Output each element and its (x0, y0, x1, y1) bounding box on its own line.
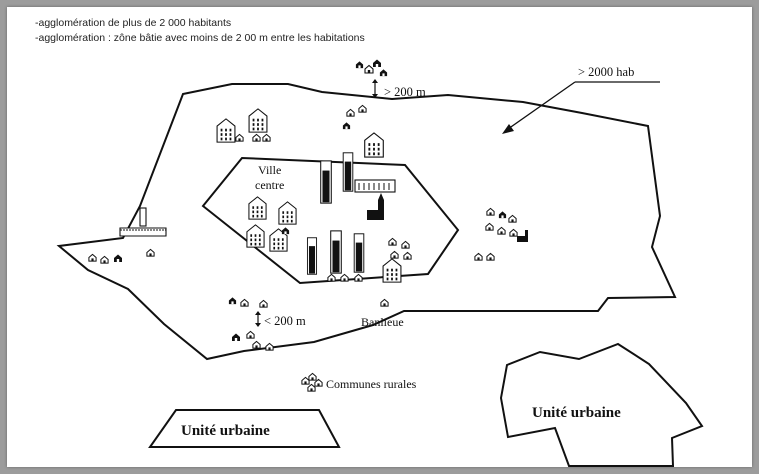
house (308, 372, 317, 381)
label-population: > 2000 hab (578, 65, 634, 79)
house (354, 273, 363, 282)
house (252, 340, 261, 349)
long-building (354, 179, 396, 193)
note-line-1: -agglomération de plus de 2 000 habitant… (35, 17, 232, 29)
house (307, 383, 316, 392)
factory-icon (119, 207, 167, 237)
population-callout-arrow (502, 81, 660, 134)
house (88, 253, 97, 262)
house (403, 251, 412, 260)
house (301, 376, 310, 385)
house (100, 255, 109, 264)
house (252, 133, 261, 142)
house (146, 248, 155, 257)
small-building (517, 230, 528, 242)
house (228, 297, 237, 305)
apartment-building (364, 132, 384, 158)
label-city-center-1: Ville (258, 163, 281, 177)
house (114, 254, 122, 262)
apartment-building (248, 108, 268, 133)
house (486, 252, 495, 261)
house (380, 298, 389, 307)
distance-arrow-small (255, 311, 261, 327)
house (497, 226, 506, 235)
diagram-frame (7, 7, 752, 467)
distance-arrow-large (372, 79, 378, 98)
label-suburb: Banlieue (361, 315, 404, 329)
tower-block (306, 237, 318, 275)
house (342, 122, 351, 130)
note-line-2: -agglomération : zône bâtie avec moins d… (35, 32, 365, 44)
house (486, 207, 495, 216)
urban-unit-left-outline (148, 409, 341, 448)
apartment-building (382, 258, 402, 283)
house (346, 108, 355, 117)
house (259, 299, 268, 308)
apartment-building (246, 224, 265, 248)
tower-block (330, 230, 342, 274)
agglomeration-outline (56, 83, 677, 361)
house (246, 330, 255, 339)
tower-block (320, 160, 332, 204)
house (498, 211, 507, 219)
apartment-building (216, 118, 236, 143)
house (232, 333, 240, 341)
house (281, 227, 290, 235)
label-distance-large: > 200 m (384, 85, 426, 99)
house (390, 250, 399, 259)
label-rural: Communes rurales (326, 377, 417, 391)
house (327, 273, 336, 282)
house (265, 342, 274, 351)
apartment-building (248, 196, 267, 220)
isolated-houses-top (355, 59, 388, 77)
label-urban-unit-right: Unité urbaine (532, 405, 621, 421)
house (262, 133, 271, 142)
house (340, 273, 349, 282)
house (509, 228, 518, 237)
house (508, 214, 517, 223)
tower-block (353, 233, 365, 273)
tower-block (342, 152, 354, 192)
house (358, 104, 367, 113)
house (240, 298, 249, 307)
house (474, 252, 483, 261)
urban-unit-right-outline (499, 342, 704, 467)
apartment-building (278, 201, 297, 225)
house (485, 222, 494, 231)
label-city-center-2: centre (255, 178, 284, 192)
house (401, 240, 410, 249)
city-center-outline (201, 156, 460, 285)
label-urban-unit-left: Unité urbaine (181, 423, 270, 439)
house (388, 237, 397, 246)
label-distance-small: < 200 m (264, 314, 306, 328)
church-icon (367, 193, 384, 220)
house (235, 133, 244, 142)
